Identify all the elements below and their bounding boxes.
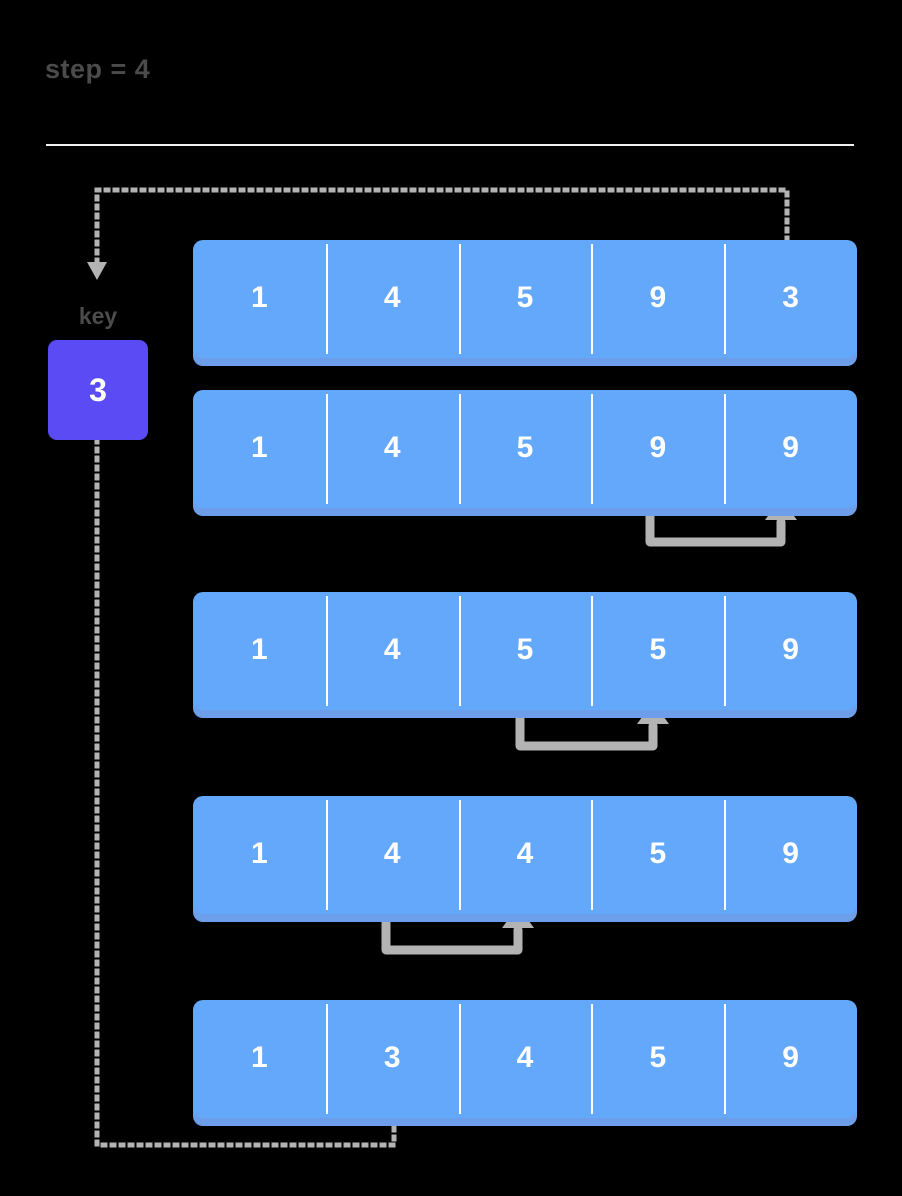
array-cell-value: 9: [649, 281, 667, 314]
array-cell[interactable]: 4: [458, 796, 592, 914]
array-cell-value: 9: [649, 431, 667, 464]
array-cell[interactable]: 5: [458, 240, 592, 358]
array-cell[interactable]: 3: [724, 240, 857, 358]
array-cell[interactable]: 9: [724, 390, 857, 508]
array-cell-value: 5: [516, 431, 534, 464]
array-cell-value: 9: [782, 633, 799, 666]
array-cell[interactable]: 1: [193, 592, 326, 710]
array-cell-value: 1: [251, 1041, 268, 1074]
array-cell-value: 1: [251, 431, 268, 464]
key-value: 3: [89, 372, 107, 408]
array-cell-value: 9: [782, 1041, 799, 1074]
array-cell-value: 1: [251, 281, 268, 314]
array-cell-value: 4: [383, 281, 401, 314]
array-cell-value: 4: [516, 1041, 534, 1074]
array-cell[interactable]: 3: [325, 1000, 459, 1118]
array-cell-value: 4: [516, 837, 534, 870]
array-cell-value: 5: [649, 1041, 667, 1074]
array-cell[interactable]: 5: [458, 390, 592, 508]
array-cell-value: 9: [782, 837, 799, 870]
array-cell-value: 4: [383, 431, 401, 464]
array-cell[interactable]: 9: [591, 240, 724, 358]
array-cell-value: 5: [649, 633, 667, 666]
page-title: step = 4: [45, 54, 151, 84]
array-cell[interactable]: 5: [591, 592, 724, 710]
array-cell[interactable]: 9: [591, 390, 724, 508]
array-cell-value: 1: [251, 633, 268, 666]
key-label: key: [78, 303, 118, 329]
array-row: 1 4 5 9 9: [193, 390, 857, 508]
array-cell-value: 5: [649, 837, 667, 870]
array-cell-value: 3: [782, 281, 799, 314]
array-cell[interactable]: 5: [591, 796, 724, 914]
array-cell-value: 5: [516, 281, 534, 314]
array-cell[interactable]: 1: [193, 240, 326, 358]
array-cell-value: 4: [383, 633, 401, 666]
array-cell[interactable]: 9: [724, 796, 857, 914]
array-cell[interactable]: 5: [591, 1000, 724, 1118]
header-divider: [46, 144, 854, 146]
array-cell[interactable]: 4: [325, 592, 459, 710]
array-cell[interactable]: 4: [325, 240, 459, 358]
array-cell[interactable]: 4: [325, 796, 459, 914]
array-cell[interactable]: 1: [193, 390, 326, 508]
key-box[interactable]: 3: [48, 340, 148, 440]
array-cell[interactable]: 1: [193, 1000, 326, 1118]
array-cell-value: 4: [383, 837, 401, 870]
array-row: 1 4 4 5 9: [193, 796, 857, 914]
array-cell[interactable]: 1: [193, 796, 326, 914]
array-cell[interactable]: 4: [458, 1000, 592, 1118]
array-row: 1 4 5 9 3: [193, 240, 857, 358]
array-row: 1 4 5 5 9: [193, 592, 857, 710]
array-cell-value: 9: [782, 431, 799, 464]
array-cell[interactable]: 5: [458, 592, 592, 710]
array-cell-value: 5: [516, 633, 534, 666]
array-cell-value: 1: [251, 837, 268, 870]
array-row: 1 3 4 5 9: [193, 1000, 857, 1118]
array-cell-value: 3: [383, 1041, 401, 1074]
array-cell[interactable]: 9: [724, 592, 857, 710]
array-cell[interactable]: 4: [325, 390, 459, 508]
array-cell[interactable]: 9: [724, 1000, 857, 1118]
